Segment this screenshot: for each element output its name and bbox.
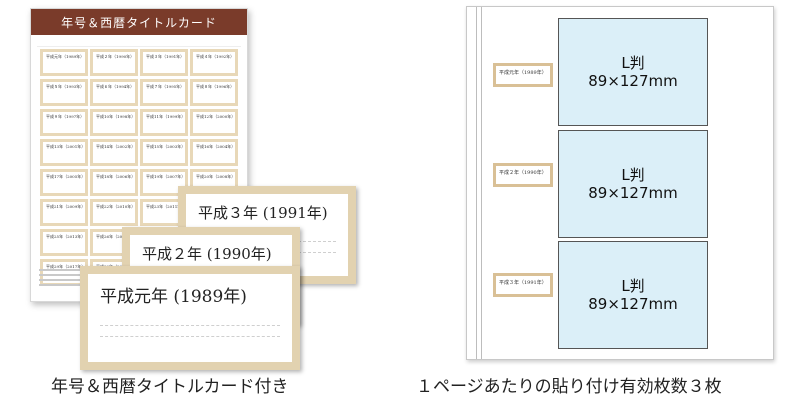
mini-card: 平成５年（1993年）	[40, 79, 88, 106]
mini-card: 平成４年（1992年）	[190, 49, 238, 76]
mini-card: 平成８年（1996年）	[190, 79, 238, 106]
slot-title-label: 平成３年（1991年）	[493, 273, 553, 297]
mini-card-label: 平成10年（1998年）	[93, 112, 135, 133]
mini-card-label: 平成７年（1995年）	[143, 82, 185, 103]
mini-card: 平成17年（2005年）	[40, 169, 88, 196]
photo-slot: L判 89×127mm	[558, 18, 708, 126]
mini-card-label: 平成12年（2000年）	[193, 112, 235, 133]
slot-title-text: 平成２年（1990年）	[496, 166, 550, 184]
write-line	[100, 325, 280, 326]
mini-card: 平成16年（2004年）	[190, 139, 238, 166]
mini-card: 平成12年（2000年）	[190, 109, 238, 136]
title-card-1989: 平成元年 (1989年)	[80, 266, 300, 370]
write-line	[100, 336, 280, 337]
mini-card: 平成６年（1994年）	[90, 79, 138, 106]
mini-card-label: 平成14年（2002年）	[93, 142, 135, 163]
photo-dimensions: 89×127mm	[588, 295, 678, 313]
mini-card-label: 平成16年（2004年）	[193, 142, 235, 163]
album-rail	[476, 7, 477, 359]
footer-line	[39, 274, 109, 276]
footer-line	[39, 279, 109, 281]
footer-line	[39, 269, 109, 271]
photo-dimensions: 89×127mm	[588, 184, 678, 202]
title-card-text: 平成元年 (1989年)	[100, 287, 247, 307]
photo-size: L判	[621, 166, 645, 184]
title-card-text: 平成３年 (1991年)	[198, 204, 328, 222]
photo-slot: L判 89×127mm	[558, 241, 708, 349]
mini-card: 平成９年（1997年）	[40, 109, 88, 136]
mini-card-label: 平成元年（1989年）	[43, 52, 85, 73]
slot-title-text: 平成３年（1991年）	[496, 276, 550, 294]
slot-title-label: 平成元年（1989年）	[493, 63, 553, 87]
mini-card-label: 平成２年（1990年）	[93, 52, 135, 73]
mini-card-label: 平成22年（2010年）	[93, 202, 135, 223]
title-card-text: 平成２年 (1990年)	[142, 245, 272, 263]
right-caption: １ページあたりの貼り付け有効枚数３枚	[416, 377, 722, 397]
mini-card-label: 平成８年（1996年）	[193, 82, 235, 103]
sheet-title: 年号＆西暦タイトルカード	[31, 9, 247, 35]
mini-card: 平成14年（2002年）	[90, 139, 138, 166]
mini-card: 平成元年（1989年）	[40, 49, 88, 76]
sheet-note	[37, 38, 241, 47]
slot-title-text: 平成元年（1989年）	[496, 66, 550, 84]
mini-card: 平成25年（2013年）	[40, 229, 88, 256]
mini-card-label: 平成13年（2001年）	[43, 142, 85, 163]
photo-size: L判	[621, 54, 645, 72]
sheet-footer-notes	[39, 269, 109, 295]
slot-title-label: 平成２年（1990年）	[493, 163, 553, 187]
album-rail	[481, 7, 482, 359]
mini-card: 平成21年（2009年）	[40, 199, 88, 226]
mini-card-label: 平成29年（2017年）	[43, 262, 85, 283]
mini-card: 平成10年（1998年）	[90, 109, 138, 136]
footer-line	[39, 284, 109, 286]
mini-card-label: 平成４年（1992年）	[193, 52, 235, 73]
mini-card-label: 平成17年（2005年）	[43, 172, 85, 193]
title-card-face: 平成元年 (1989年)	[88, 274, 292, 362]
mini-card: 平成７年（1995年）	[140, 79, 188, 106]
mini-card-label: 平成５年（1993年）	[43, 82, 85, 103]
mini-card: 平成29年（2017年）	[40, 259, 88, 286]
photo-slot: L判 89×127mm	[558, 130, 708, 238]
photo-size: L判	[621, 277, 645, 295]
mini-card-label: 平成19年（2007年）	[143, 172, 185, 193]
mini-card-label: 平成３年（1991年）	[143, 52, 185, 73]
mini-card: 平成15年（2003年）	[140, 139, 188, 166]
left-caption: 年号＆西暦タイトルカード付き	[51, 377, 289, 397]
mini-card-label: 平成23年（2011年）	[143, 202, 185, 223]
mini-card: 平成11年（1999年）	[140, 109, 188, 136]
mini-card: 平成18年（2006年）	[90, 169, 138, 196]
mini-card-label: 平成21年（2009年）	[43, 202, 85, 223]
mini-card-label: 平成11年（1999年）	[143, 112, 185, 133]
mini-card-label: 平成15年（2003年）	[143, 142, 185, 163]
mini-card: 平成13年（2001年）	[40, 139, 88, 166]
mini-card-label: 平成６年（1994年）	[93, 82, 135, 103]
album-page: 平成元年（1989年） L判 89×127mm 平成２年（1990年） L判 8…	[466, 6, 774, 360]
mini-card-label: 平成25年（2013年）	[43, 232, 85, 253]
mini-card: 平成22年（2010年）	[90, 199, 138, 226]
mini-card-label: 平成18年（2006年）	[93, 172, 135, 193]
mini-card-label: 平成９年（1997年）	[43, 112, 85, 133]
mini-card: 平成３年（1991年）	[140, 49, 188, 76]
mini-card: 平成２年（1990年）	[90, 49, 138, 76]
photo-dimensions: 89×127mm	[588, 72, 678, 90]
